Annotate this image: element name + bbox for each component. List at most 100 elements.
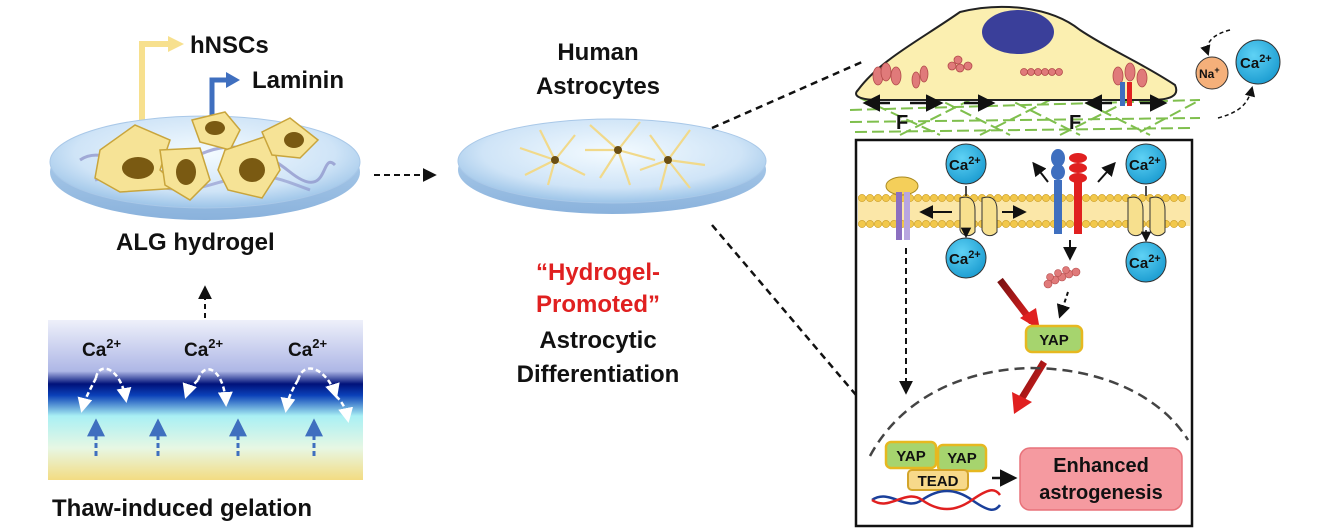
lipid-head [1002,194,1010,202]
nuclear-envelope [868,366,1190,457]
lipid-head [1090,220,1098,228]
lipid-head [914,220,922,228]
lipid-head [1098,220,1106,228]
hnsc-nuclei [122,121,304,185]
hnscs-label: hNSCs [190,32,269,59]
lipid-head [922,220,930,228]
astrocyte-nuclei [551,146,672,164]
lipid-head [882,194,890,202]
lipid-head [946,220,954,228]
sodium-in-arrow [1200,29,1231,56]
actin-to-yap-arrow [1056,291,1071,319]
astrocytic-label: Astrocytic [539,327,656,354]
lipid-head [1178,220,1186,228]
yap-label-left: YAP [896,448,925,465]
svg-text:Ca2+: Ca2+ [949,155,981,174]
dna-icon [871,489,1002,511]
integrin-icon [885,176,919,240]
force-label-left: F [896,112,908,134]
cell-nucleus [982,10,1054,54]
lipid-head [1082,220,1090,228]
human-astrocytes-line1: Human [557,39,638,66]
lipid-head [858,194,866,202]
calcium-diffusion-arrows [77,367,353,423]
lipid-head [1082,194,1090,202]
human-astrocytes-line2: Astrocytes [536,73,660,100]
lipid-head [1018,220,1026,228]
lipid-head [1090,194,1098,202]
lipid-head [1178,194,1186,202]
svg-text:Ca2+: Ca2+ [1240,53,1272,72]
receptor-up-right-arrow [1097,161,1116,183]
lipid-head [874,194,882,202]
force-label-right: F [1069,112,1081,134]
lipid-head [922,194,930,202]
lipid-head [866,194,874,202]
differentiation-label: Differentiation [517,361,680,388]
actin-fragment [1043,266,1081,289]
lipid-head [1106,220,1114,228]
svg-text:Ca2+: Ca2+ [1129,253,1161,272]
calcium-to-yap-arrowhead [1020,308,1040,330]
yap-label-right: YAP [947,450,976,467]
lipid-head [938,194,946,202]
lipid-head [994,194,1002,202]
mechanoreceptor-icon [1051,149,1087,234]
tead-label: TEAD [918,473,959,490]
lipid-head [1002,220,1010,228]
lipid-head [946,194,954,202]
calcium-ion-icons-box: Ca2+ Ca2+ Ca2+ Ca2+ [945,143,1167,283]
calcium-labels-gel: Ca2+ Ca2+ Ca2+ [82,336,328,361]
zoom-line-top [711,60,863,130]
enhanced-label: Enhanced [1053,455,1149,477]
astrocyte-cells [519,121,706,191]
lipid-head [858,220,866,228]
lipid-head [1114,194,1122,202]
lipid-head [1066,220,1074,228]
sodium-ion-icon: Na+ [1195,56,1229,90]
lipid-head [1170,194,1178,202]
lipid-head [1026,194,1034,202]
lipid-head [930,194,938,202]
yap-tead-complex: YAP YAP TEAD [884,440,988,491]
lipid-head [1106,194,1114,202]
membrane-receptor-small [1120,82,1132,106]
lipid-head [1034,194,1042,202]
lipid-head [866,220,874,228]
astrogenesis-label: astrogenesis [1039,482,1162,504]
yap-to-nucleus-arrowhead [1012,392,1032,414]
lipid-head [1026,220,1034,228]
lipid-head [874,220,882,228]
enhanced-astrogenesis-box: Enhanced astrogenesis [1019,447,1183,511]
ion-channel-icon-right [1127,196,1166,237]
lipid-head [1018,194,1026,202]
lipid-head [938,220,946,228]
lipid-head [930,220,938,228]
lipid-head [1010,194,1018,202]
zoom-line-bottom [711,224,857,396]
cell-on-matrix [855,5,1178,101]
lipid-head [1034,220,1042,228]
svg-text:YAP: YAP [1039,332,1068,349]
lipid-head [1114,220,1122,228]
lipid-head [914,194,922,202]
svg-text:Ca2+: Ca2+ [1129,155,1161,174]
receptor-up-left-arrow [1032,161,1049,183]
focal-adhesion-clusters [872,55,1148,89]
yap-cytoplasm: YAP [1024,324,1084,354]
fibrous-matrix [849,94,1201,136]
lipid-head [1162,194,1170,202]
svg-text:Ca2+: Ca2+ [288,336,328,361]
lipid-head [1066,194,1074,202]
calcium-out-arrow [1217,85,1256,119]
lipid-head [1042,220,1050,228]
thaw-upward-arrows [87,418,323,456]
gelation-label: Thaw-induced gelation [52,495,312,522]
svg-text:Ca2+: Ca2+ [949,249,981,268]
hydrogel-promoted-line2: Promoted” [536,291,660,318]
svg-text:Ca2+: Ca2+ [184,336,224,361]
hydrogel-promoted-line1: “Hydrogel- [536,259,660,286]
lipid-head [1010,220,1018,228]
thaw-gelation-block [48,320,363,480]
